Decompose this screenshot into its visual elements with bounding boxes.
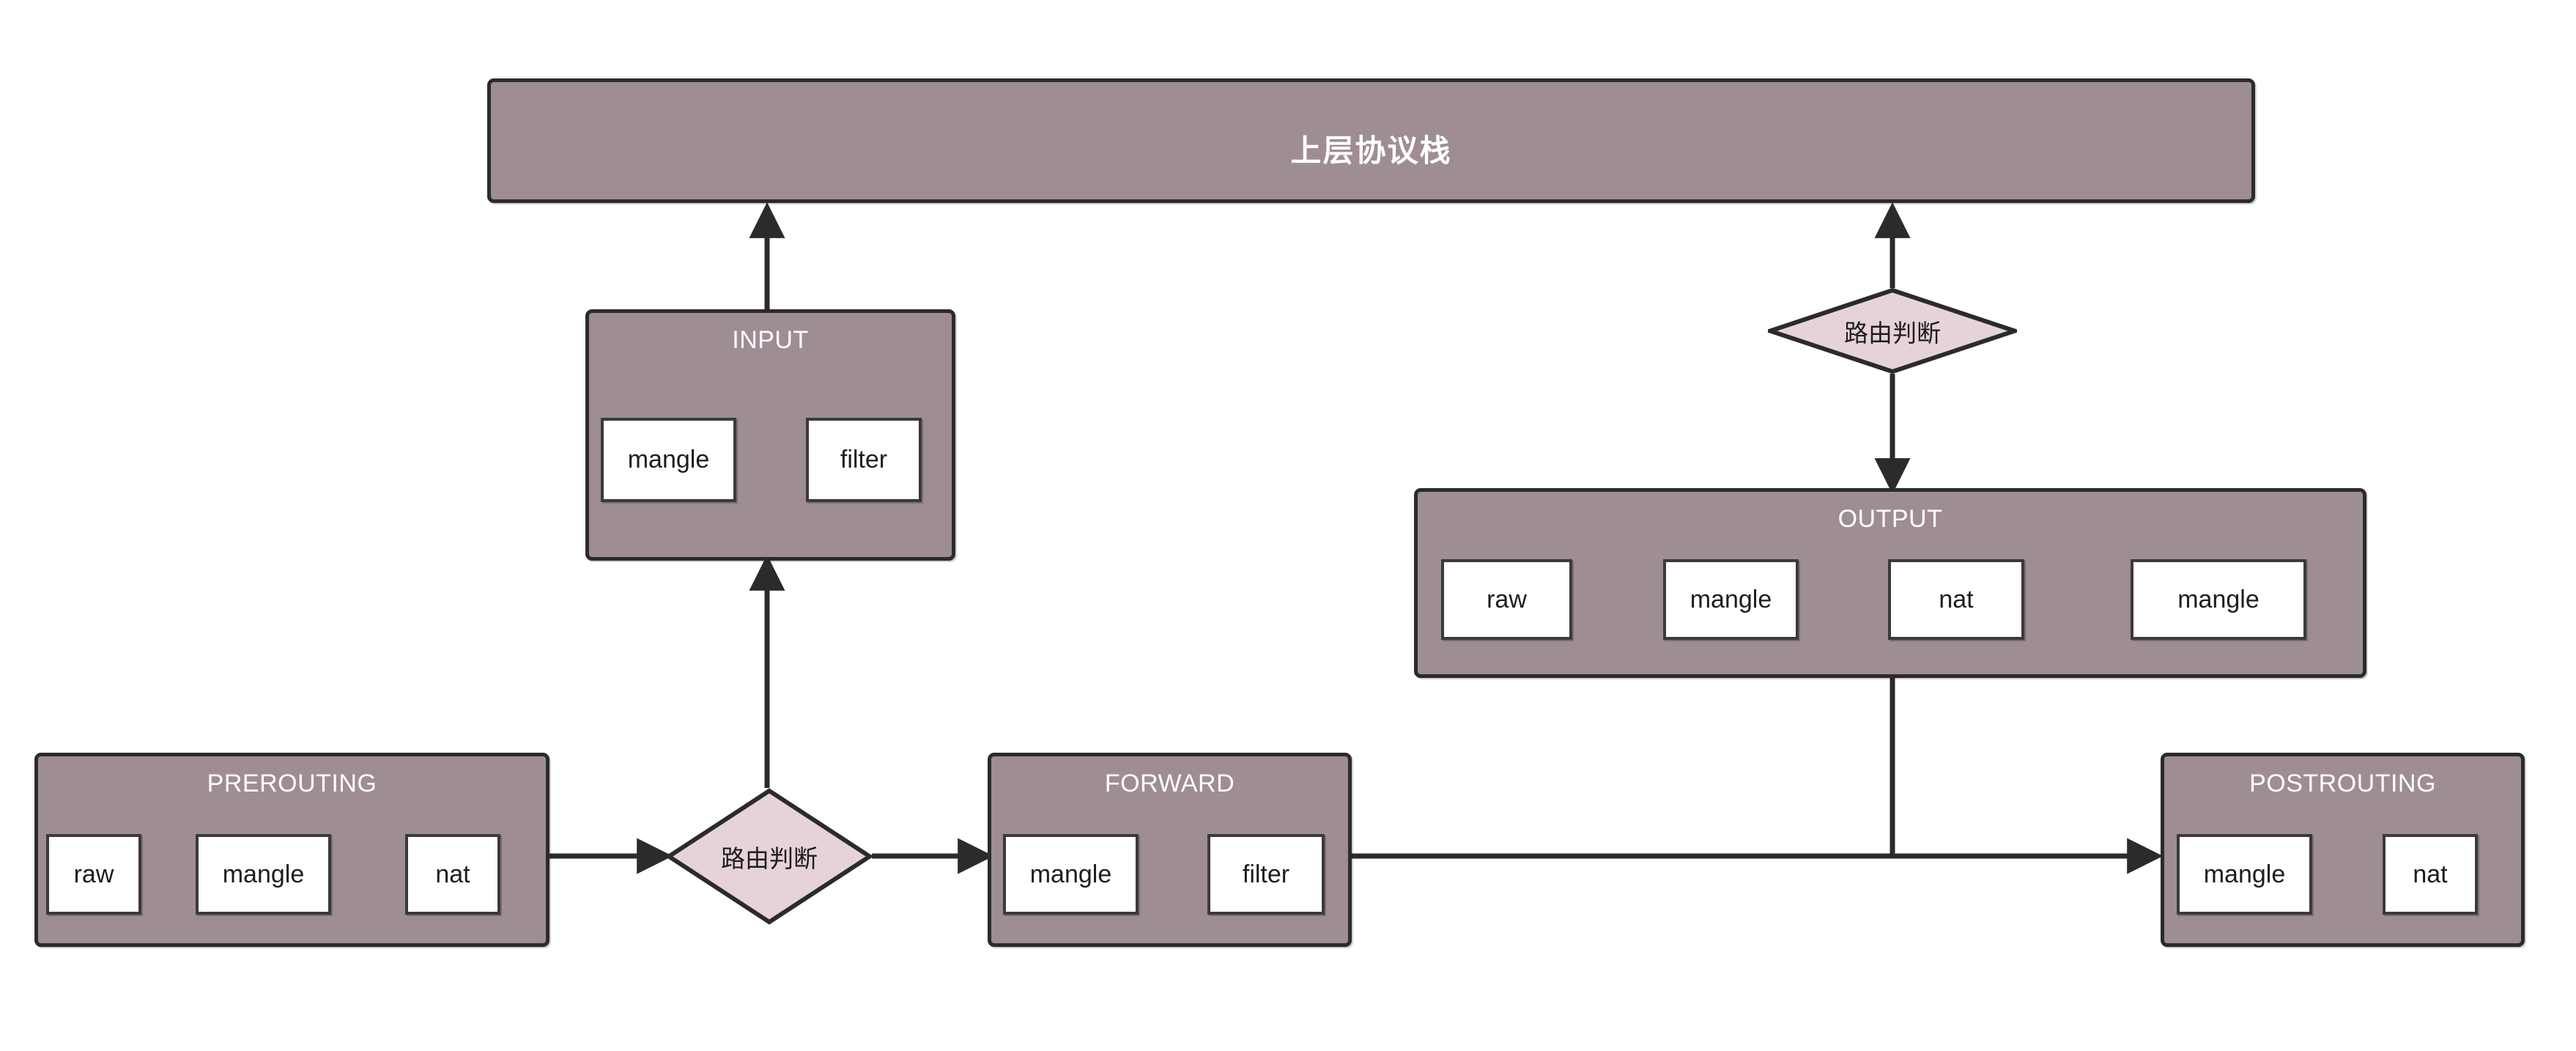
table-prerouting-mangle[interactable]: mangle xyxy=(196,834,331,915)
table-input-mangle[interactable]: mangle xyxy=(601,418,736,502)
decision-lower-route[interactable]: 路由判断 xyxy=(667,788,872,925)
table-label: mangle xyxy=(2177,585,2259,613)
table-prerouting-nat[interactable]: nat xyxy=(405,834,500,915)
chain-input-title: INPUT xyxy=(732,326,809,354)
decision-upper-route-shape xyxy=(1768,288,2017,374)
table-input-filter[interactable]: filter xyxy=(806,418,922,502)
table-label: mangle xyxy=(1029,860,1112,888)
chain-prerouting-title: PREROUTING xyxy=(207,770,377,797)
table-forward-mangle[interactable]: mangle xyxy=(1003,834,1139,915)
table-label: raw xyxy=(1487,585,1527,613)
table-label: raw xyxy=(73,860,114,888)
chain-postrouting-title: POSTROUTING xyxy=(2249,770,2436,797)
table-postrouting-nat[interactable]: nat xyxy=(2383,834,2478,915)
table-label: filter xyxy=(1242,860,1290,888)
table-label: mangle xyxy=(2203,860,2286,888)
chain-forward-title: FORWARD xyxy=(1104,770,1235,797)
table-output-nat[interactable]: nat xyxy=(1888,559,2024,640)
table-output-mangle-1[interactable]: mangle xyxy=(1663,559,1799,640)
table-label: nat xyxy=(435,860,470,888)
chain-output-title: OUTPUT xyxy=(1837,505,1943,533)
table-label: mangle xyxy=(627,446,710,473)
table-label: mangle xyxy=(222,860,305,888)
table-postrouting-mangle[interactable]: mangle xyxy=(2177,834,2312,915)
table-label: nat xyxy=(1939,585,1974,613)
decision-lower-route-shape xyxy=(667,788,872,925)
decision-upper-route[interactable]: 路由判断 xyxy=(1768,288,2017,374)
upper-protocol-stack-label: 上层协议栈 xyxy=(1290,133,1452,168)
table-output-raw[interactable]: raw xyxy=(1441,559,1572,640)
table-prerouting-raw[interactable]: raw xyxy=(46,834,141,915)
upper-protocol-stack-box[interactable]: 上层协议栈 xyxy=(487,78,2255,203)
table-label: nat xyxy=(2413,860,2448,888)
table-output-mangle-2[interactable]: mangle xyxy=(2131,559,2306,640)
table-label: filter xyxy=(840,446,888,473)
table-forward-filter[interactable]: filter xyxy=(1207,834,1325,915)
table-label: mangle xyxy=(1689,585,1772,613)
